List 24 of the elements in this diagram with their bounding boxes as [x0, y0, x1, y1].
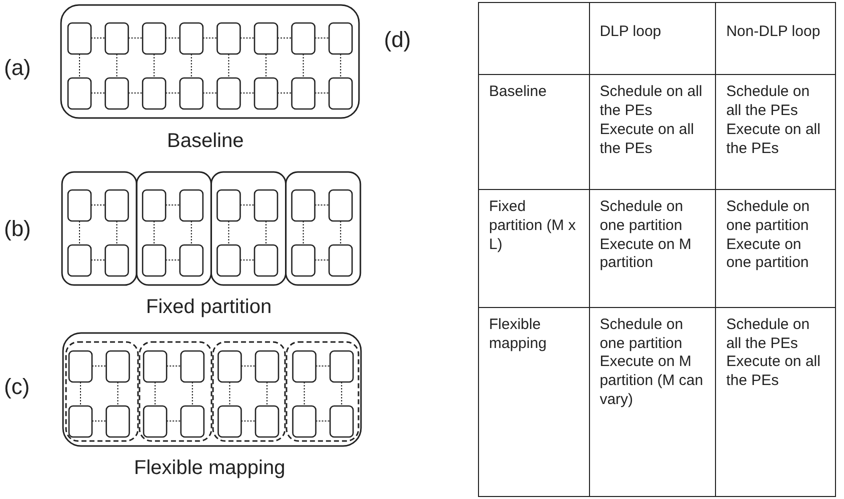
cell-text: Execute on all the PEs — [726, 353, 822, 391]
cell-text: Fixed partition (M x L) — [489, 198, 577, 254]
cell-text: Schedule on all the PEs — [726, 83, 811, 121]
cell-text: Execute on all the PEs — [726, 120, 822, 158]
caption: Baseline — [167, 130, 244, 153]
cell-text: Execute on M partition (M can vary) — [600, 353, 704, 410]
cell-text: Schedule on one partition — [726, 198, 811, 236]
cell-text: DLP loop — [600, 23, 662, 42]
cell-text: Baseline — [489, 83, 548, 102]
cell-text: Schedule on all the PEs — [600, 83, 704, 121]
panel-label: (a) — [4, 55, 31, 81]
cell-text: Schedule on all the PEs — [726, 316, 811, 354]
cell-text: Schedule on one partition — [600, 316, 684, 354]
panel-label: (c) — [4, 374, 30, 400]
caption: Flexible mapping — [134, 457, 286, 480]
cell-text: Non-DLP loop — [726, 23, 822, 42]
caption: Fixed partition — [146, 296, 272, 319]
cell-text: Flexible mapping — [489, 316, 548, 354]
cell-text: Schedule on one partition — [600, 198, 684, 236]
panel-label: (b) — [4, 216, 31, 242]
panel-label: (d) — [384, 27, 411, 53]
cell-text: Execute on all the PEs — [600, 120, 695, 158]
cell-text: Execute on M partition — [600, 236, 692, 274]
cell-text: Execute on one partition — [726, 236, 810, 274]
